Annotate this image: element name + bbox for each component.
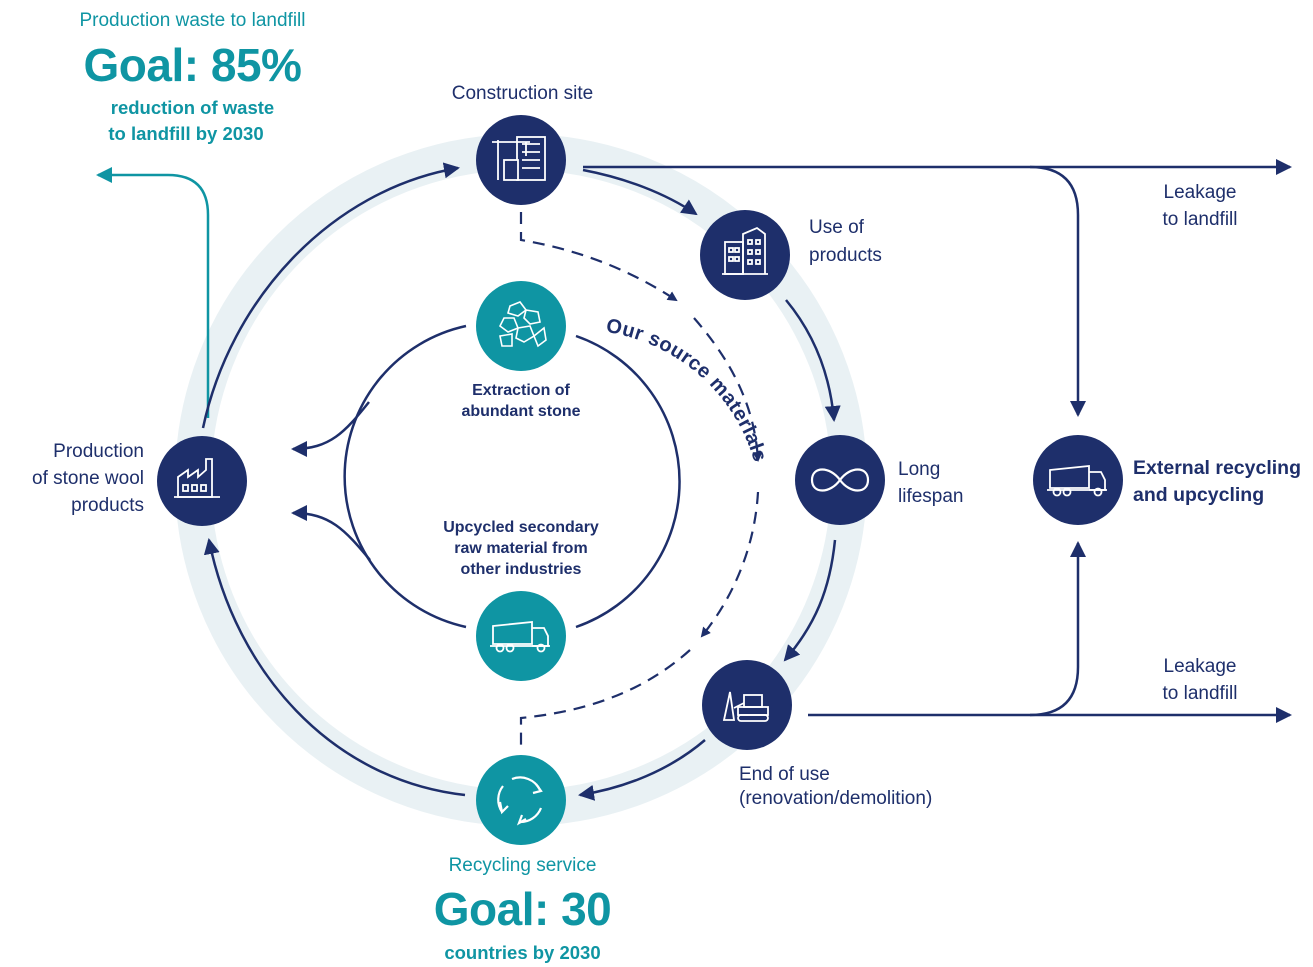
upcycled-label-2: raw material from: [454, 540, 588, 557]
buildings-icon: [722, 226, 768, 275]
end-of-use-label-1: End of use: [739, 764, 830, 785]
truck-icon: [1047, 465, 1107, 497]
arrow-construction-to-use: [582, 168, 698, 216]
upcycled-material-node: [476, 591, 566, 681]
source-materials-label: Our source materials: [604, 315, 771, 465]
external-recycling-label-2: and upcycling: [1133, 484, 1265, 506]
endofuse-to-external-arrow: [1029, 541, 1086, 717]
construction-site-label: Construction site: [451, 83, 594, 104]
production-label-2: of stone wool: [32, 468, 144, 489]
long-lifespan-label-1: Long: [898, 459, 941, 480]
arrow-endofuse-to-recycling: [578, 739, 706, 801]
production-label-1: Production: [53, 441, 144, 462]
extraction-label-1: Extraction of: [472, 382, 570, 399]
factory-icon: [174, 458, 220, 498]
leakage-bottom-label-1: Leakage: [1163, 656, 1237, 677]
source-materials-dashed-path-2: [693, 317, 763, 462]
extraction-label-2: abundant stone: [461, 403, 581, 420]
production-node: [157, 436, 247, 526]
landfill-goal-heading: Production waste to landfill: [79, 10, 306, 31]
landfill-goal-line1: reduction of waste: [110, 97, 275, 118]
extraction-node: [476, 281, 566, 371]
inner-cycle-left-arc: [343, 324, 467, 629]
inner-arrow-upper: [291, 401, 370, 457]
recycling-goal-value: Goal: 30: [433, 883, 612, 935]
leakage-bottom-label-2: to landfill: [1162, 683, 1238, 704]
infinity-icon: [810, 468, 870, 492]
arrow-lifespan-to-endofuse: [783, 539, 837, 662]
use-of-products-label-1: Use of: [809, 217, 864, 238]
bulldozer-icon: [722, 691, 769, 722]
end-of-use-label-2: (renovation/demolition): [739, 788, 933, 809]
inner-cycle-right-arc: [575, 334, 681, 629]
arrow-use-to-lifespan: [785, 299, 841, 422]
arrow-production-to-construction: [201, 162, 460, 429]
inner-arrow-lower: [291, 505, 371, 561]
landfill-goal-line2: to landfill by 2030: [108, 123, 264, 144]
leakage-top-label-2: to landfill: [1162, 209, 1238, 230]
construction-site-node: [476, 115, 566, 205]
landfill-goal-value: Goal: 85%: [83, 39, 302, 91]
recycling-goal-sub: countries by 2030: [444, 942, 601, 963]
production-label-3: products: [71, 495, 144, 516]
truck-icon: [490, 621, 550, 653]
source-materials-dashed-path-3: [700, 491, 760, 638]
leakage-top-label-1: Leakage: [1163, 182, 1237, 203]
upcycled-label-1: Upcycled secondary: [443, 519, 599, 536]
recycling-service-node: [476, 755, 566, 845]
long-lifespan-node: [795, 435, 885, 525]
long-lifespan-label-2: lifespan: [898, 486, 964, 507]
crane-building-icon: [492, 136, 546, 181]
end-of-use-node: [702, 660, 792, 750]
stones-icon: [498, 301, 547, 348]
arrow-recycling-to-production: [203, 538, 466, 797]
external-recycling-node: [1033, 435, 1123, 525]
recycling-goal-heading: Recycling service: [448, 855, 597, 876]
external-recycling-label-1: External recycling: [1133, 457, 1301, 479]
leakage-top-to-external-arrow: [1029, 165, 1086, 417]
recycle-arrows-icon: [497, 776, 543, 826]
use-of-products-node: [700, 210, 790, 300]
use-of-products-label-2: products: [809, 245, 882, 266]
source-materials-dashed-path-4: [519, 649, 691, 752]
source-materials-dashed-path: [519, 212, 678, 302]
upcycled-label-3: other industries: [460, 561, 582, 578]
waste-to-landfill-arrow: [96, 167, 210, 418]
